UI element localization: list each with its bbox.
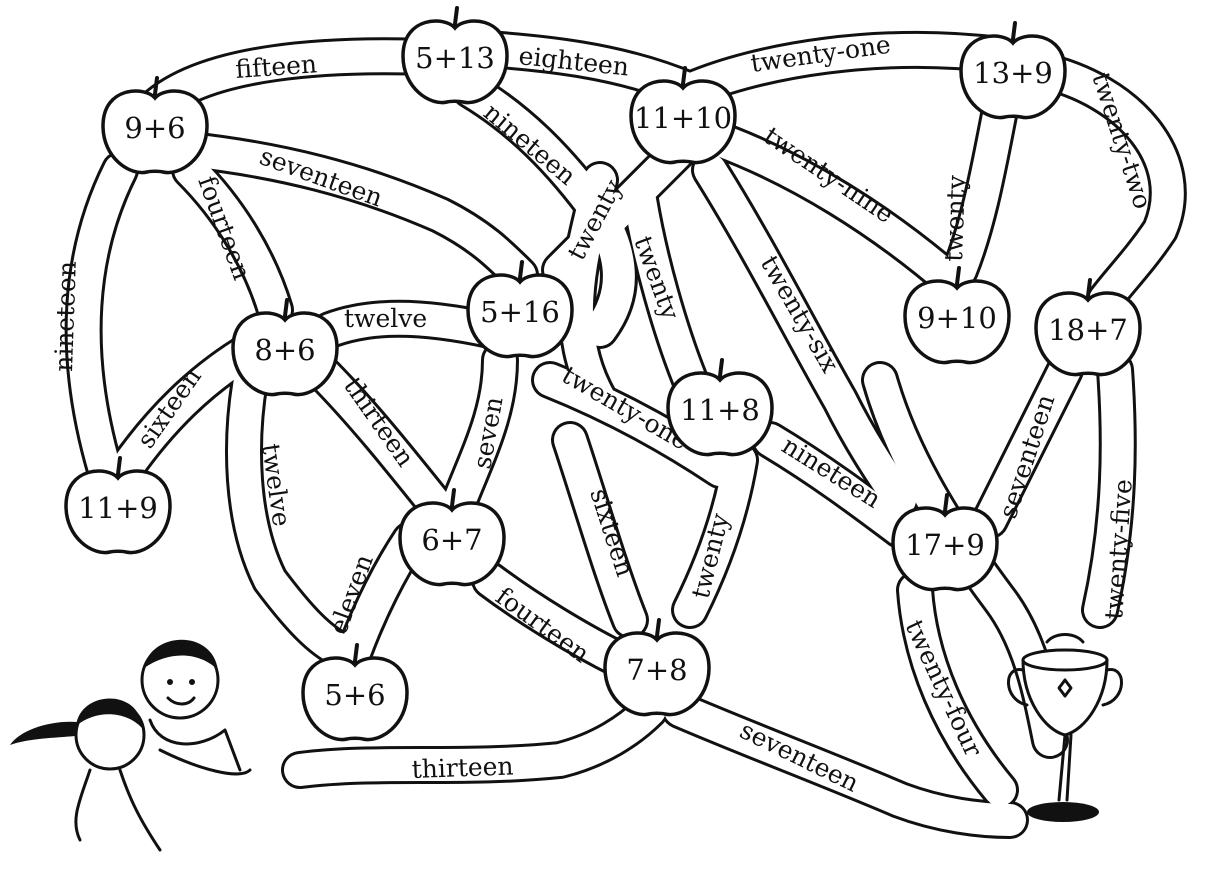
apple-label: 9+10 — [917, 301, 997, 335]
road-label-r28: thirteen — [411, 751, 514, 784]
apple-node[interactable]: 8+6 — [231, 298, 339, 397]
apple-label: 7+8 — [626, 653, 687, 687]
apple-label: 5+6 — [324, 678, 385, 712]
apple-node[interactable]: 11+8 — [666, 358, 774, 457]
apple-label: 5+16 — [480, 295, 560, 329]
apple-label: 11+8 — [680, 393, 760, 427]
apple-label: 11+10 — [634, 101, 732, 135]
children-illustration — [10, 639, 252, 852]
apple-label: 11+9 — [78, 491, 158, 525]
road-label-r9: twenty — [939, 174, 971, 262]
road-label-r1: fifteen — [234, 49, 317, 84]
road-label-r10: nineteen — [49, 261, 82, 373]
apple-node[interactable]: 11+10 — [629, 66, 737, 165]
apple-node[interactable]: 5+6 — [301, 643, 409, 742]
apple-nodes: 5+13 9+6 11+10 13+9 5+16 8+6 — [64, 6, 1142, 742]
apple-label: 9+6 — [124, 111, 185, 145]
apple-node[interactable]: 11+9 — [64, 456, 172, 555]
apple-node[interactable]: 6+7 — [398, 488, 506, 587]
apple-label: 13+9 — [973, 56, 1053, 90]
apple-node[interactable]: 5+13 — [401, 6, 509, 105]
apple-label: 18+7 — [1048, 313, 1128, 347]
apple-node[interactable]: 13+9 — [959, 21, 1067, 120]
apple-node[interactable]: 17+9 — [891, 493, 999, 592]
apple-node[interactable]: 18+7 — [1034, 278, 1142, 377]
apple-node[interactable]: 5+16 — [466, 260, 574, 359]
apple-node[interactable]: 9+10 — [903, 266, 1011, 365]
apple-node[interactable]: 9+6 — [101, 76, 209, 175]
road-label-r12: twelve — [344, 304, 427, 333]
apple-label: 17+9 — [905, 528, 985, 562]
road-label-r17: seven — [467, 394, 508, 471]
road-fills — [67, 32, 1184, 836]
apple-label: 8+6 — [254, 333, 315, 367]
apple-node[interactable]: 7+8 — [603, 618, 711, 717]
trophy-icon — [1007, 633, 1123, 822]
apple-label: 5+13 — [415, 41, 495, 75]
apple-label: 6+7 — [421, 523, 482, 557]
